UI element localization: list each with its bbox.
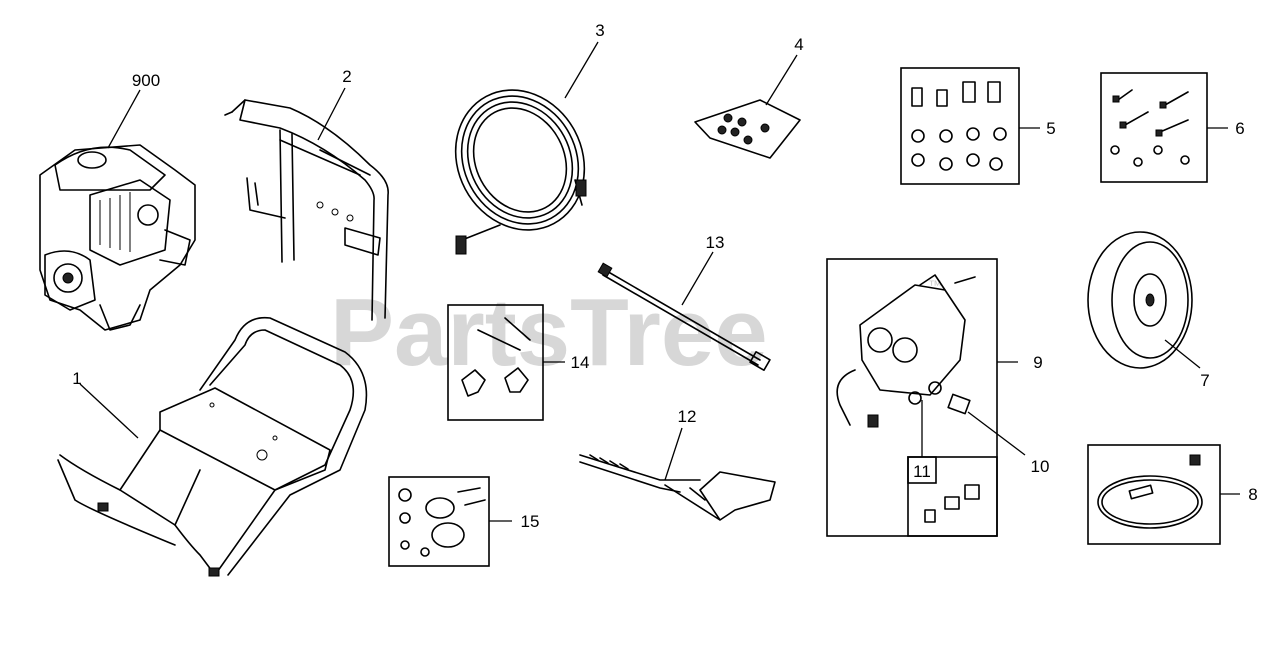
pump-part [836, 274, 976, 428]
lance-leader [681, 251, 714, 306]
frame-part[interactable] [57, 316, 368, 577]
wheel-kit-callout: 8 [1248, 485, 1257, 504]
hardware-small-leader [765, 54, 798, 106]
lance-callout: 13 [706, 233, 725, 252]
knob-kit-part [461, 317, 531, 397]
axle-kit-box[interactable] [388, 476, 490, 567]
fitting-kit-callout: 11 [913, 462, 931, 481]
pump-callout: 9 [1033, 353, 1042, 372]
gun-callout: 12 [678, 407, 697, 426]
frame-callout: 1 [72, 369, 81, 388]
knob-kit-callout: 14 [571, 353, 590, 372]
engine-callout: 900 [132, 71, 160, 90]
fitting-kit-part [924, 484, 980, 523]
wheel-part[interactable] [1087, 231, 1193, 369]
fitting-callout: 10 [1031, 457, 1050, 476]
gun-part[interactable] [579, 454, 776, 521]
isolator-kit-callout: 5 [1046, 119, 1055, 138]
engine-leader [107, 89, 141, 149]
watermark-text: PartsTree [330, 279, 768, 386]
axle-kit-callout: 15 [521, 512, 540, 531]
wheel-leader [1164, 339, 1201, 369]
handle-callout: 2 [342, 67, 351, 86]
wheel-kit-part [1097, 454, 1203, 529]
wheel-callout: 7 [1200, 371, 1209, 390]
hose-leader [564, 41, 599, 99]
hose-callout: 3 [595, 21, 604, 40]
engine-part[interactable] [39, 144, 196, 331]
gun-leader [664, 427, 683, 481]
watermark-trademark: ™ [928, 277, 942, 293]
lance-part[interactable] [597, 262, 771, 371]
frame-leader [79, 383, 139, 439]
hose-part[interactable] [431, 67, 608, 255]
axle-kit-part [398, 487, 486, 557]
fitting-leader [967, 411, 1026, 456]
fitting-kit-box[interactable] [907, 456, 998, 537]
hardware-small-part[interactable] [694, 99, 801, 159]
isolator-kit-box[interactable] [900, 67, 1020, 185]
hardware-small-callout: 4 [794, 35, 803, 54]
isolator-kit-part [911, 81, 1007, 171]
bolt-kit-part [1110, 89, 1190, 167]
handle-part[interactable] [224, 99, 389, 321]
bolt-kit-callout: 6 [1235, 119, 1244, 138]
bolt-kit-box[interactable] [1100, 72, 1208, 183]
pump-box[interactable] [826, 258, 998, 537]
fitting-part[interactable] [947, 393, 971, 415]
handle-leader [317, 87, 346, 141]
